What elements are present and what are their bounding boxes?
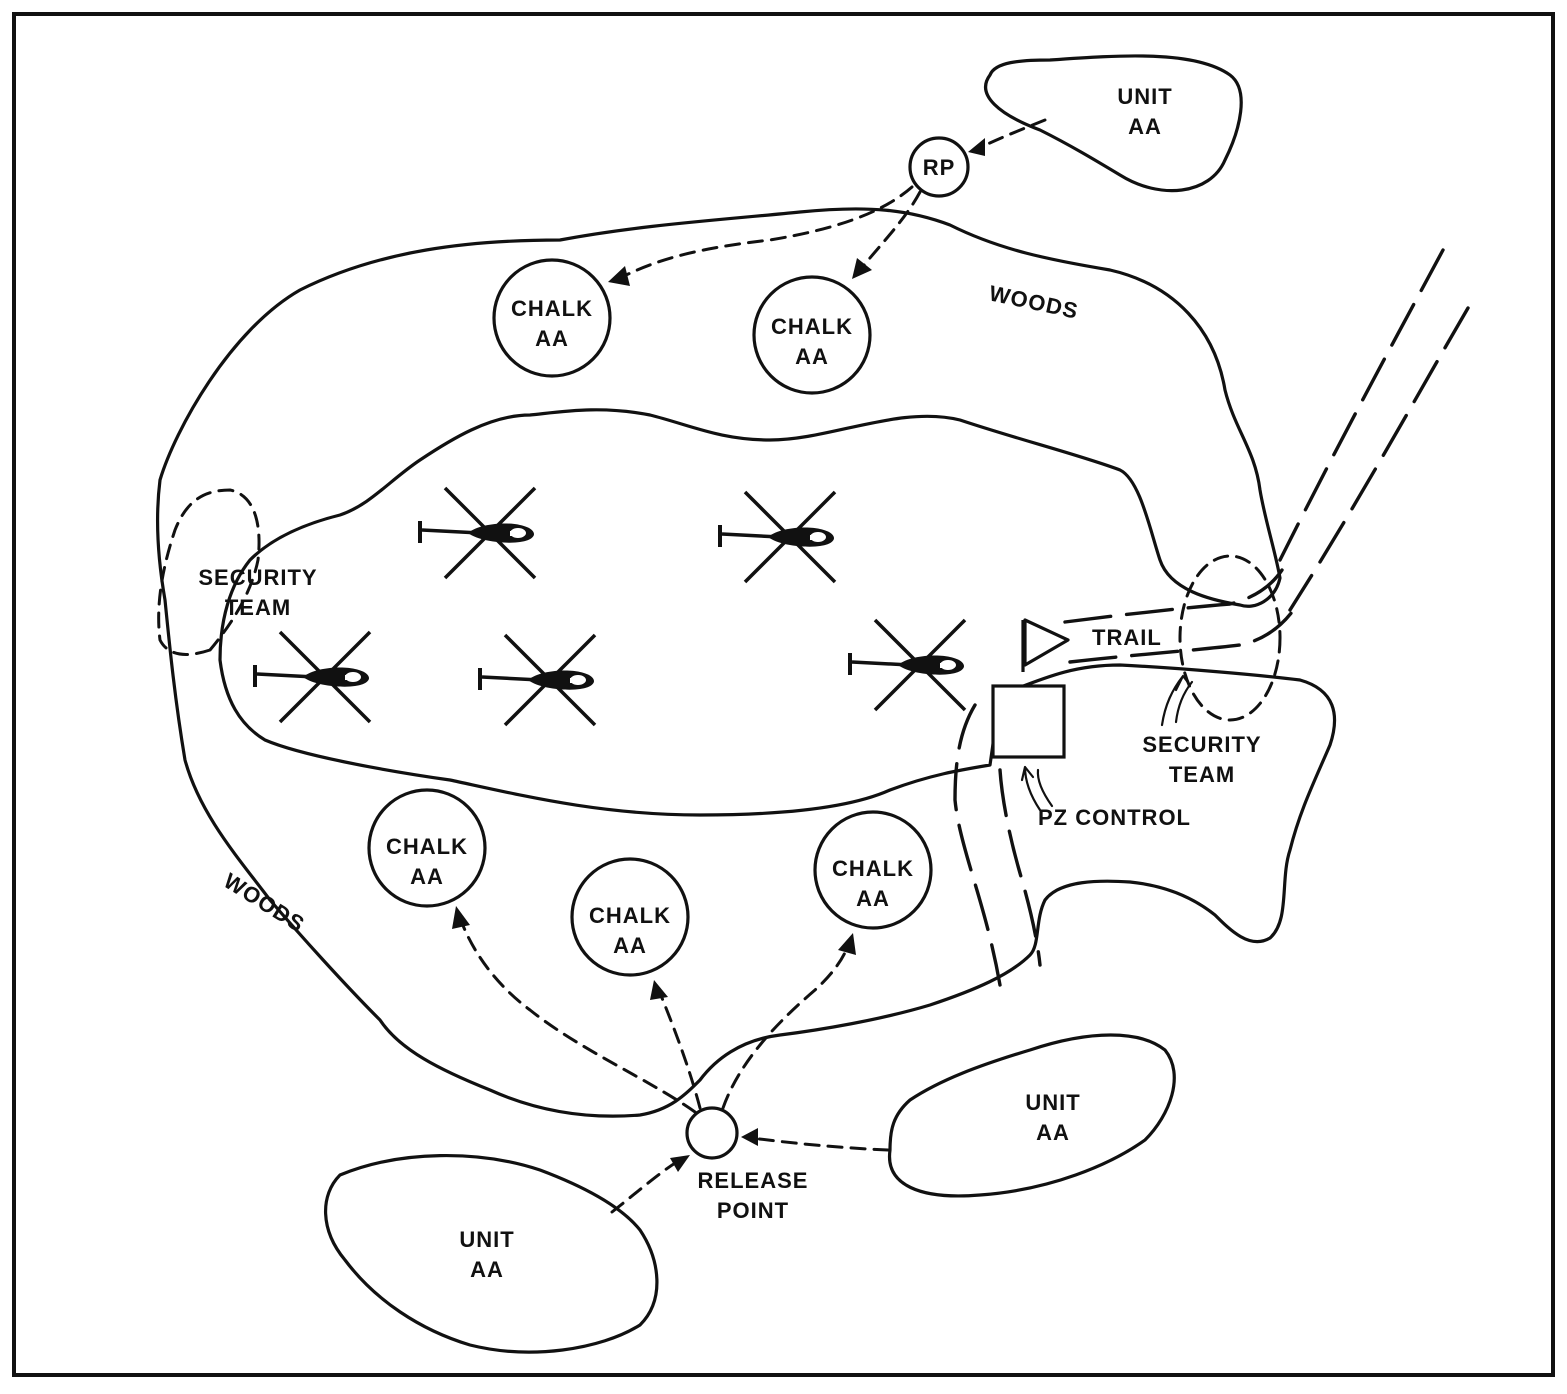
pointer-security-east <box>1160 674 1194 727</box>
road-upper-right-line <box>1288 306 1470 612</box>
chalk-circle-2 <box>752 275 872 395</box>
unit-bottom-left-line2: AA <box>470 1257 504 1282</box>
pz-control-box <box>991 684 1066 759</box>
arrow-chalk-5 <box>838 933 856 955</box>
unit-top-right-line1: UNIT <box>1117 84 1172 109</box>
route-release-to-chalk-5 <box>721 943 850 1110</box>
chalk-5-line2: AA <box>856 886 890 911</box>
chalk-3-line2: AA <box>410 864 444 889</box>
chalk-1-line2: AA <box>535 326 569 351</box>
release-point-line1: RELEASE <box>698 1168 809 1193</box>
route-unit-to-release-left <box>610 1158 682 1214</box>
chalk-circle-1 <box>492 258 612 378</box>
route-rp-to-chalk-1 <box>618 185 914 280</box>
unit-bottom-left-line1: UNIT <box>459 1227 514 1252</box>
trail-upper-line <box>1063 568 1284 624</box>
helicopter-icon-3 <box>253 630 372 724</box>
helicopter-icon-1 <box>418 486 537 580</box>
route-rp-to-chalk-2 <box>858 190 922 272</box>
frame-border <box>12 12 1555 1377</box>
woods-label-south: WOODS <box>219 868 309 937</box>
woods-outer-boundary <box>155 207 1337 1118</box>
road-south-right-line <box>998 768 1042 967</box>
unit-area-bottom-right <box>887 1033 1176 1198</box>
chalk-2-line2: AA <box>795 344 829 369</box>
security-team-east-perimeter <box>1178 554 1282 722</box>
release-point-circle <box>685 1106 739 1160</box>
arrow-release-left <box>670 1155 690 1172</box>
arrow-chalk-4 <box>650 980 668 1000</box>
chalk-circle-5 <box>813 810 933 930</box>
road-south-left-line <box>953 703 1002 987</box>
security-team-west-line1: SECURITY <box>198 565 317 590</box>
arrow-chalk-2 <box>852 258 872 279</box>
route-unit-to-rp <box>973 118 1047 152</box>
chalk-1-line1: CHALK <box>511 296 593 321</box>
trail-flag-icon <box>1023 618 1070 667</box>
route-unit-to-release-right <box>750 1136 890 1152</box>
arrow-release-right <box>741 1128 758 1146</box>
arrow-chalk-3 <box>452 906 470 929</box>
security-team-west-perimeter <box>157 488 261 656</box>
chalk-5-line1: CHALK <box>832 856 914 881</box>
chalk-3-line1: CHALK <box>386 834 468 859</box>
route-release-to-chalk-4 <box>658 991 702 1110</box>
helicopter-icon-5 <box>848 618 967 712</box>
arrow-chalk-1 <box>608 266 630 286</box>
security-team-east-line2: TEAM <box>1169 762 1235 787</box>
route-release-to-chalk-3 <box>458 916 697 1114</box>
arrow-into-rp <box>968 138 985 156</box>
trail-lower-line <box>1068 610 1294 664</box>
chalk-circle-3 <box>367 788 487 908</box>
chalk-2-line1: CHALK <box>771 314 853 339</box>
unit-area-top-right <box>984 54 1243 193</box>
chalk-circle-4 <box>570 857 690 977</box>
unit-top-right-line2: AA <box>1128 114 1162 139</box>
pointer-pz-control <box>1020 765 1054 812</box>
helicopter-icon-2 <box>718 490 837 584</box>
rp-circle <box>908 136 970 198</box>
unit-bottom-right-line1: UNIT <box>1025 1090 1080 1115</box>
unit-area-bottom-left <box>323 1153 659 1354</box>
chalk-4-line1: CHALK <box>589 903 671 928</box>
road-upper-left-line <box>1278 248 1445 562</box>
security-team-east-line1: SECURITY <box>1142 732 1261 757</box>
woods-label-north: WOODS <box>987 280 1081 323</box>
trail-label: TRAIL <box>1092 625 1162 650</box>
pz-control-label: PZ CONTROL <box>1038 805 1191 830</box>
helicopter-icon-4 <box>478 633 597 727</box>
release-point-line2: POINT <box>717 1198 789 1223</box>
security-team-west-line2: TEAM <box>225 595 291 620</box>
unit-bottom-right-line2: AA <box>1036 1120 1070 1145</box>
rp-label: RP <box>923 155 956 180</box>
chalk-4-line2: AA <box>613 933 647 958</box>
